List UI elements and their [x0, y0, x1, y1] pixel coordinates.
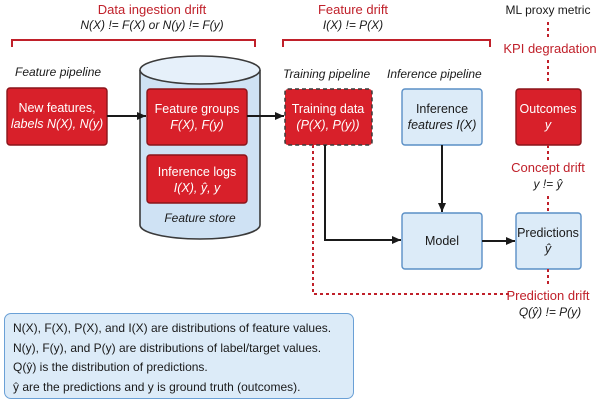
- inference-features-line1: Inference: [416, 102, 468, 116]
- legend-line-predictions: Q(ŷ) is the distribution of predictions.: [13, 360, 208, 374]
- feature-groups-line2: F(X), F(y): [170, 118, 223, 132]
- arrow-training-data-to-model: [324, 145, 401, 244]
- feature-drift-title: Feature drift: [318, 2, 388, 17]
- prediction-drift-equation: Q(ŷ) != P(y): [519, 305, 581, 319]
- feature-drift-bracket: [282, 39, 491, 47]
- outcomes-line1: Outcomes: [520, 102, 577, 116]
- inference-logs-box: [146, 154, 248, 204]
- inference-pipeline-label: Inference pipeline: [387, 67, 482, 81]
- kpi-degradation-title: KPI degradation: [503, 41, 596, 56]
- outcomes-line2: y: [544, 118, 552, 132]
- feature-groups-box: [146, 88, 248, 146]
- model-label: Model: [425, 234, 459, 248]
- data-ingestion-drift-title: Data ingestion drift: [98, 2, 207, 17]
- new-features-line1: New features,: [18, 101, 95, 115]
- inference-features-line2: features I(X): [408, 118, 477, 132]
- training-data-box: [284, 88, 373, 146]
- predictions-box: [515, 212, 582, 270]
- legend-line-features: N(X), F(X), P(X), and I(X) are distribut…: [13, 321, 332, 335]
- training-data-line1: Training data: [292, 102, 365, 116]
- predictions-line2: ŷ: [544, 242, 552, 256]
- prediction-drift-dashed-path: [312, 145, 510, 295]
- training-pipeline-label: Training pipeline: [283, 67, 370, 81]
- feature-pipeline-label: Feature pipeline: [15, 65, 101, 79]
- training-data-line2: (P(X), P(y)): [296, 118, 359, 132]
- inference-features-box: [401, 88, 483, 146]
- feature-store-label: Feature store: [164, 211, 236, 225]
- feature-drift-equation: I(X) != P(X): [323, 18, 383, 32]
- data-ingestion-drift-equation: N(X) != F(X) or N(y) != F(y): [80, 18, 223, 32]
- feature-groups-line1: Feature groups: [155, 102, 240, 116]
- data-ingestion-drift-bracket: [11, 39, 256, 47]
- ml-proxy-metric-label: ML proxy metric: [506, 3, 591, 17]
- new-features-line2: labels N(X), N(y): [11, 117, 103, 131]
- legend-box: N(X), F(X), P(X), and I(X) are distribut…: [4, 313, 354, 399]
- inference-logs-line2: I(X), ŷ, y: [174, 181, 221, 195]
- concept-drift-title: Concept drift: [511, 160, 585, 175]
- outcomes-box: [515, 88, 582, 146]
- predictions-line1: Predictions: [517, 226, 579, 240]
- legend-line-ground-truth: ŷ are the predictions and y is ground tr…: [13, 379, 301, 394]
- prediction-drift-title: Prediction drift: [506, 288, 589, 303]
- concept-drift-equation: y != ŷ: [532, 177, 563, 191]
- inference-logs-line1: Inference logs: [158, 165, 237, 179]
- legend-line-labels: N(y), F(y), and P(y) are distributions o…: [13, 340, 322, 355]
